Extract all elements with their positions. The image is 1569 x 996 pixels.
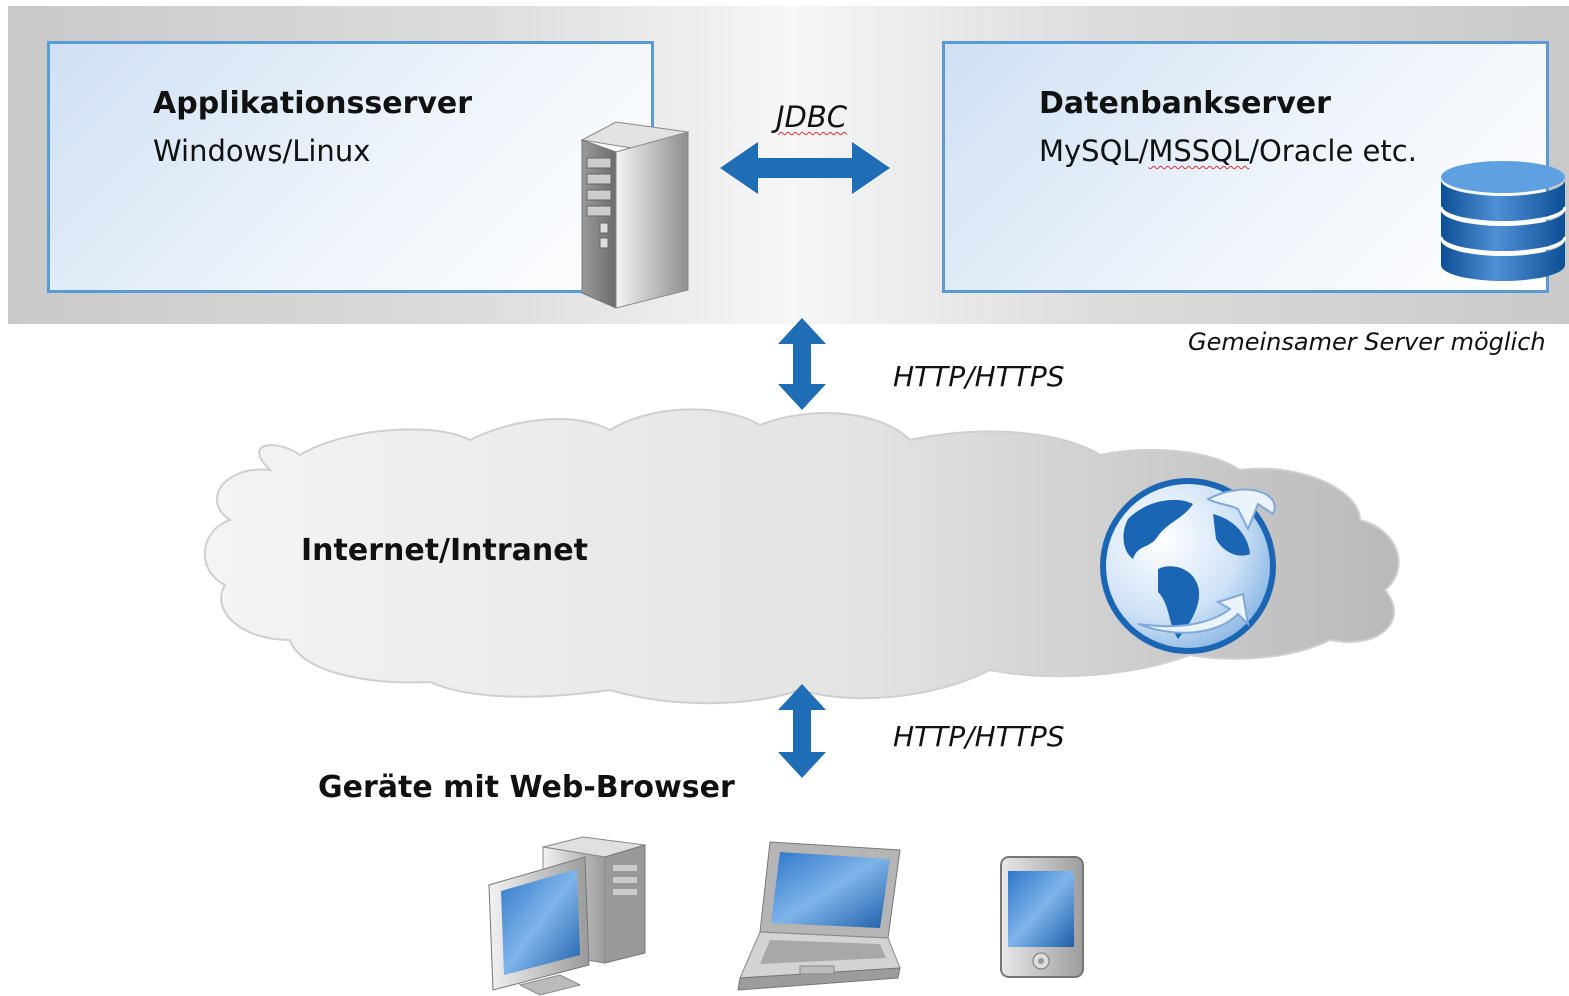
tablet-icon bbox=[1000, 856, 1084, 978]
database-icon bbox=[1439, 161, 1567, 281]
db-server-title: Datenbankserver bbox=[1039, 86, 1331, 121]
globe-icon bbox=[1100, 478, 1276, 654]
protocol-label-bottom: HTTP/HTTPS bbox=[893, 720, 1065, 753]
jdbc-label: JDBC bbox=[776, 100, 848, 134]
app-server-box bbox=[47, 41, 654, 293]
devices-label: Geräte mit Web-Browser bbox=[318, 770, 735, 805]
app-server-title: Applikationsserver bbox=[153, 86, 473, 121]
server-tower-icon bbox=[580, 121, 690, 309]
network-label: Internet/Intranet bbox=[301, 533, 588, 568]
jdbc-arrow-icon bbox=[720, 142, 890, 194]
protocol-label-top: HTTP/HTTPS bbox=[893, 360, 1065, 393]
app-server-os: Windows/Linux bbox=[153, 134, 371, 168]
desktop-computer-icon bbox=[488, 836, 646, 996]
http-arrow-bottom-icon bbox=[778, 684, 826, 778]
shared-server-note: Gemeinsamer Server möglich bbox=[1188, 328, 1546, 356]
laptop-icon bbox=[737, 841, 901, 991]
db-server-products: MySQL/MSSQL/Oracle etc. bbox=[1039, 134, 1417, 168]
http-arrow-top-icon bbox=[778, 318, 826, 410]
